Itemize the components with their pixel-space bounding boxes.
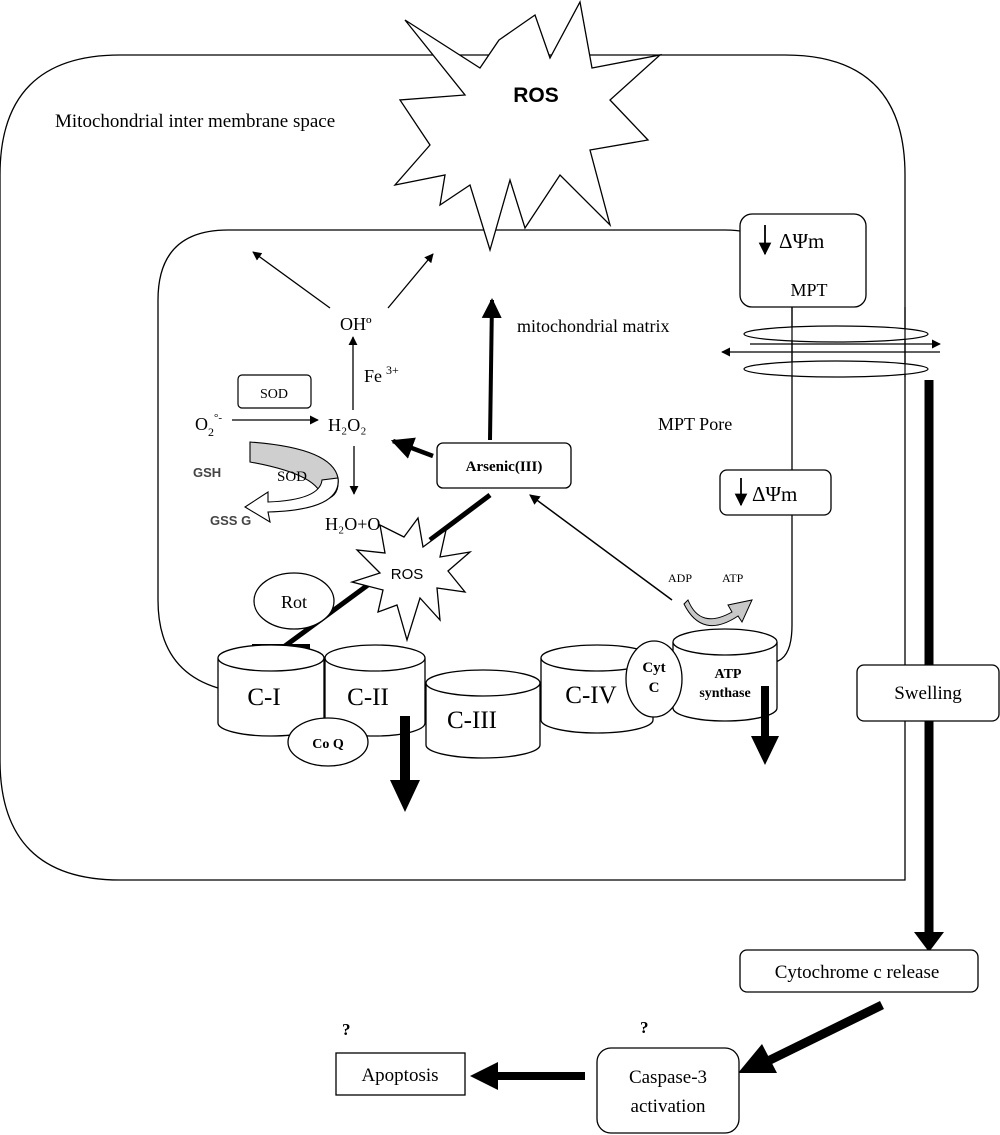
cytochrome-c-label-1: Cyt [642, 660, 665, 676]
delta-psi-top-label: ΔΨm [779, 229, 824, 253]
oh-arrow-right [387, 253, 434, 309]
release-to-caspase-line [768, 1000, 884, 1065]
mpt-pore-lower-ring [743, 360, 929, 378]
ros-large-label: ROS [513, 84, 559, 107]
swelling-label: Swelling [894, 683, 962, 704]
cytochrome-release-box [739, 949, 979, 993]
atp-synthase-to-arsenic-arrow [529, 494, 673, 601]
atp-synthase-label-1: ATP [715, 667, 742, 682]
glutathione-cycle-shaded [249, 441, 339, 501]
cytochrome-release-label: Cytochrome c release [775, 962, 940, 983]
complex-ii-label: C-II [347, 684, 389, 711]
rotenone-label: Rot [281, 592, 307, 612]
arsenic-inhibition-line [428, 493, 492, 542]
hydroxyl-radical: OHº [340, 314, 372, 334]
ros-starburst-large [393, 0, 663, 253]
apoptosis-question-mark: ? [342, 1020, 351, 1039]
atp-synthase-label-2: synthase [699, 686, 750, 701]
mpt-pore-upper-ring [743, 325, 929, 343]
inner-membrane [157, 229, 793, 689]
apoptosis-label: Apoptosis [361, 1065, 438, 1086]
complex-iv: C-IV [540, 644, 654, 734]
complex-ii-down-arrow [390, 716, 420, 812]
delta-psi-mid-label: ΔΨm [752, 482, 797, 506]
ros-starburst-small [349, 516, 473, 643]
arsenic-label: Arsenic(III) [466, 459, 543, 475]
apoptosis-box [335, 1052, 466, 1096]
coenzyme-q [287, 717, 369, 767]
adp-label: ADP [668, 571, 692, 585]
mpt-pore-label: MPT Pore [658, 414, 732, 434]
adp-atp-conversion-arrow [683, 599, 753, 626]
swelling-to-release-arrowhead [914, 932, 944, 952]
arsenic-box [436, 442, 572, 489]
cytochrome-c [625, 640, 683, 718]
complex-iii: C-III [425, 669, 541, 759]
superoxide: O2°- [195, 412, 222, 439]
caspase-label-1: Caspase-3 [629, 1067, 707, 1088]
caspase-to-apoptosis-arrowhead [470, 1062, 498, 1090]
caspase-question-mark: ? [640, 1018, 649, 1037]
matrix-label: mitochondrial matrix [517, 316, 669, 336]
glutathione-cycle-arrow [243, 477, 339, 524]
caspase-label-2: activation [631, 1096, 706, 1117]
sod-cycle-label: SOD [277, 469, 307, 485]
atp-synthase-down-arrow [751, 686, 779, 765]
arsenic-to-h2o2-arrow [390, 437, 434, 459]
gsh-label: GSH [193, 465, 221, 480]
mpt-box [739, 213, 867, 308]
atp-label: ATP [722, 571, 744, 585]
arsenic-to-ros-arrow [481, 298, 502, 441]
intermembrane-space-label: Mitochondrial inter membrane space [55, 111, 335, 132]
water-oxygen: H₂O+O₂ [325, 514, 387, 534]
hydrogen-peroxide: H₂O₂ [328, 415, 367, 435]
complex-iii-label: C-III [447, 707, 497, 734]
release-to-caspase-arrowhead [738, 1044, 777, 1073]
outer-membrane [0, 54, 906, 881]
oh-arrow-left [252, 251, 331, 309]
mpt-label: MPT [790, 280, 827, 300]
sod-box [237, 374, 312, 409]
rotenone [253, 572, 335, 630]
cytochrome-c-label-2: C [649, 680, 660, 696]
complex-iv-label: C-IV [565, 682, 616, 709]
coenzyme-q-label: Co Q [312, 737, 344, 752]
delta-psi-box [719, 469, 832, 516]
caspase-box [596, 1047, 740, 1134]
ros-small-label: ROS [391, 566, 424, 583]
gssg-label: GSS G [210, 513, 251, 528]
complex-i-label: C-I [247, 684, 280, 711]
sod-box-label: SOD [260, 387, 288, 402]
atp-synthase: ATP synthase [672, 628, 778, 722]
